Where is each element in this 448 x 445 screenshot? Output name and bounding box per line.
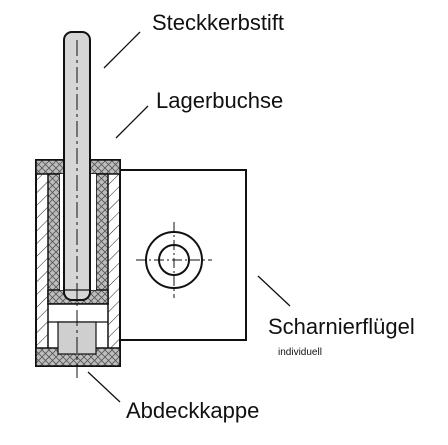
leader-steckkerbstift bbox=[103, 31, 141, 69]
label-steckkerbstift: Steckkerbstift bbox=[152, 10, 285, 35]
leader-scharnierfluegel bbox=[257, 275, 291, 307]
leader-lagerbuchse bbox=[115, 105, 149, 139]
label-individuell: individuell bbox=[278, 347, 322, 358]
label-abdeckkappe: Abdeckkappe bbox=[126, 398, 260, 423]
leader-abdeckkappe bbox=[87, 371, 121, 403]
label-scharnierfluegel: Scharnierflügel bbox=[268, 314, 415, 339]
countersunk-hole bbox=[136, 222, 212, 298]
grooved-pin bbox=[63, 31, 91, 301]
label-lagerbuchse: Lagerbuchse bbox=[156, 88, 284, 113]
